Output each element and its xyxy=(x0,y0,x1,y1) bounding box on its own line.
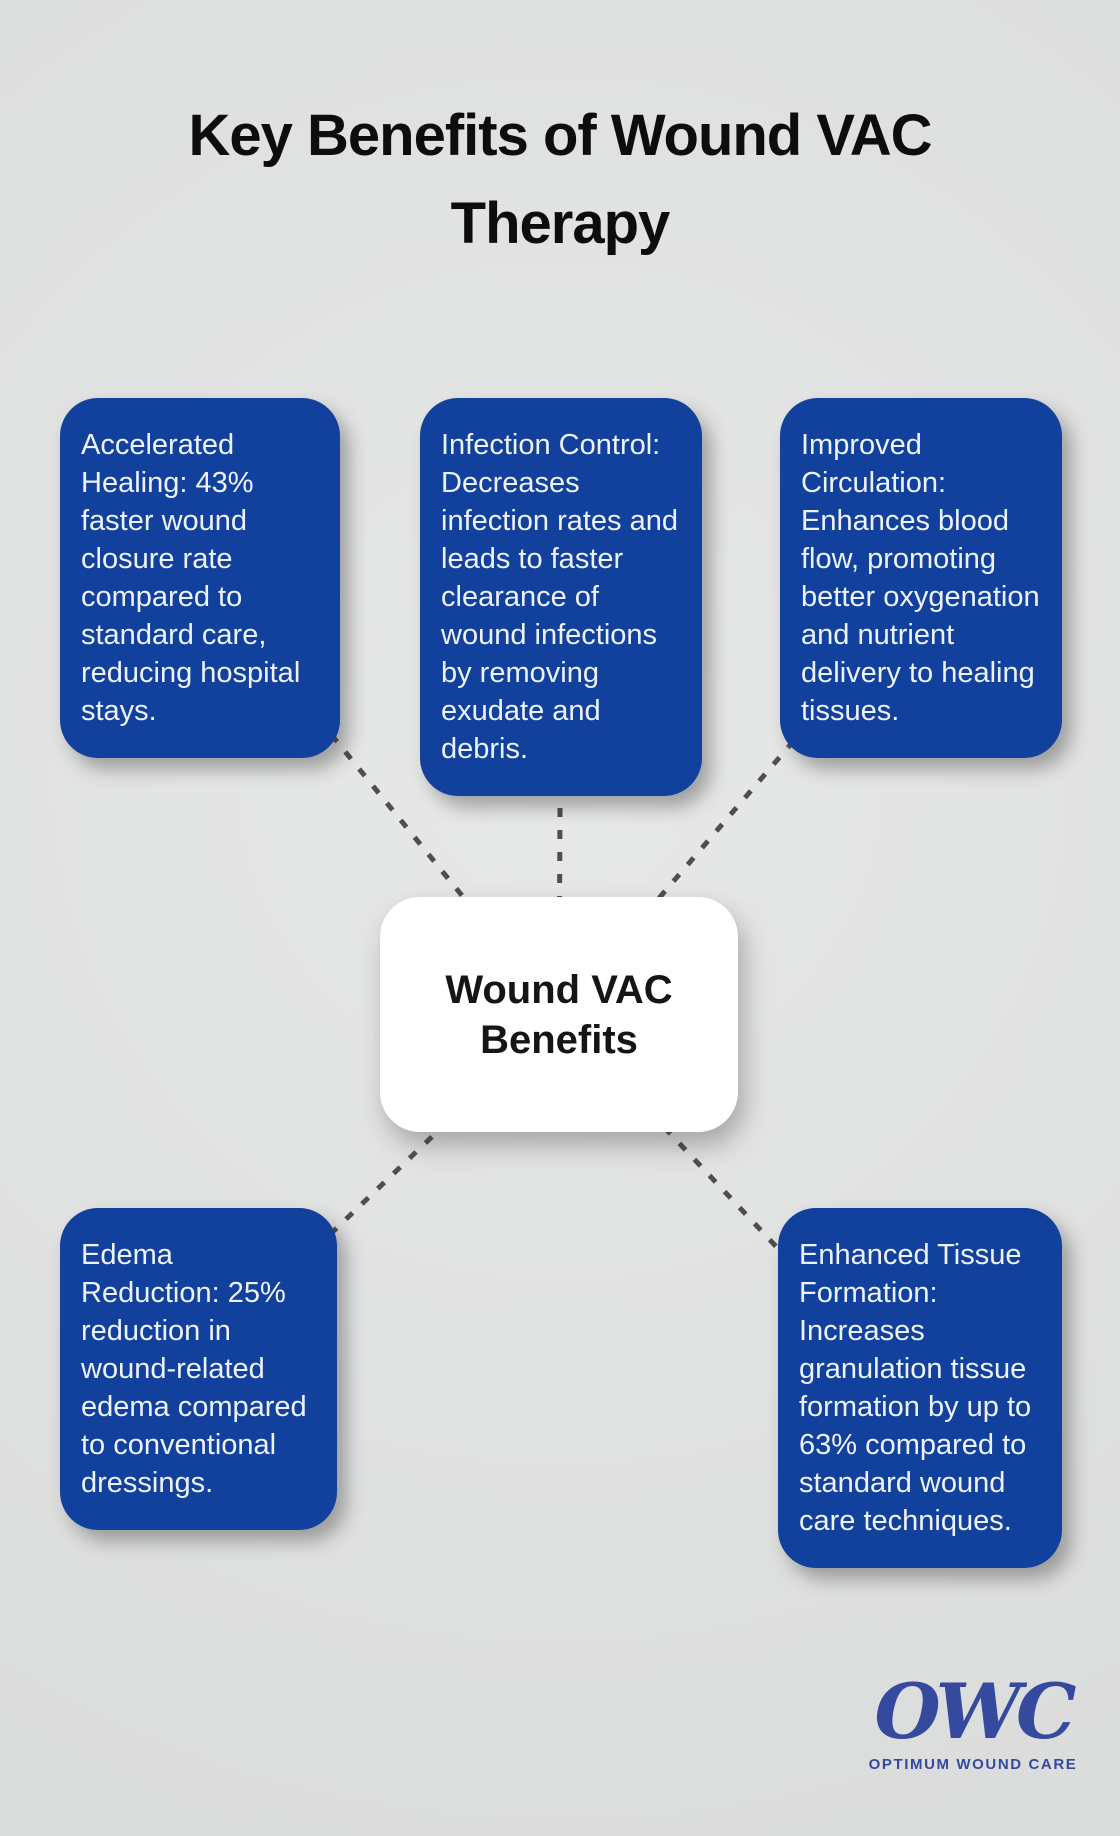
benefit-card-accelerated-healing: Accelerated Healing: 43% faster wound cl… xyxy=(60,398,340,758)
benefit-card-text: Improved Circulation: Enhances blood flo… xyxy=(801,429,1040,727)
center-node-label: Wound VAC Benefits xyxy=(445,967,673,1062)
benefit-card-edema-reduction: Edema Reduction: 25% reduction in wound-… xyxy=(60,1208,337,1530)
center-node: Wound VAC Benefits xyxy=(380,897,738,1132)
page-title: Key Benefits of Wound VAC Therapy xyxy=(188,103,933,256)
connector-edema-reduction xyxy=(196,1013,561,1363)
benefit-card-text: Enhanced Tissue Formation: Increases gra… xyxy=(799,1239,1032,1537)
benefit-card-enhanced-tissue-formation: Enhanced Tissue Formation: Increases gra… xyxy=(778,1208,1062,1568)
benefit-card-text: Edema Reduction: 25% reduction in wound-… xyxy=(81,1239,307,1499)
benefit-card-improved-circulation: Improved Circulation: Enhances blood flo… xyxy=(780,398,1062,758)
owc-logo-caption: OPTIMUM WOUND CARE xyxy=(868,1756,1078,1773)
benefit-card-text: Accelerated Healing: 43% faster wound cl… xyxy=(81,429,301,727)
benefit-card-text: Infection Control: Decreases infection r… xyxy=(441,429,678,765)
benefit-card-infection-control: Infection Control: Decreases infection r… xyxy=(420,398,702,796)
owc-logo-acronym: OWC xyxy=(874,1667,1076,1756)
owc-logo: OWC OPTIMUM WOUND CARE xyxy=(868,1667,1078,1774)
